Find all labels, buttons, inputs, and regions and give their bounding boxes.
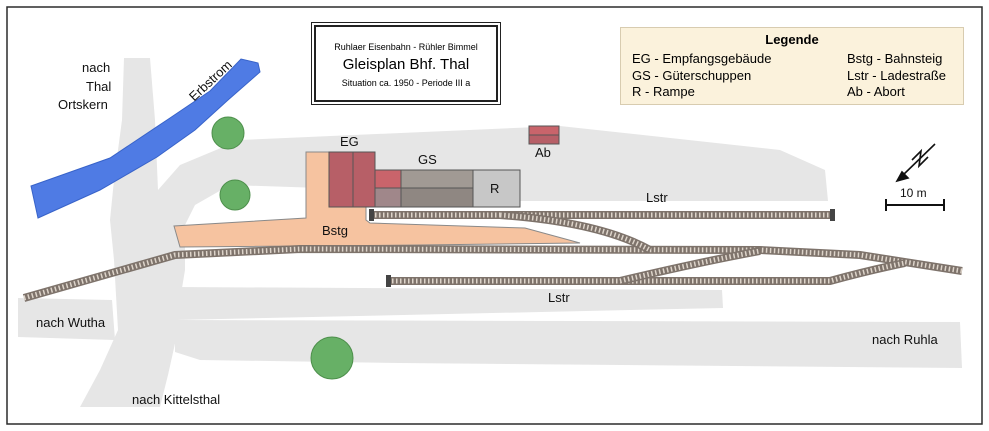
label-eg: EG [340,134,359,149]
label-gs: GS [418,152,437,167]
label-thal-line3: Ortskern [58,97,108,112]
legend-title: Legende [765,32,819,47]
title-note: Situation ca. 1950 - Periode III a [341,78,471,88]
frame-border [6,6,983,425]
title-subtitle: Ruhlaer Eisenbahn - Rühler Bimmel [334,42,478,52]
building-ab-top [528,125,560,136]
legend-item-lstr: Lstr - Ladestraße [847,68,946,83]
building-gs-top [400,169,474,189]
label-ab: Ab [535,145,551,160]
label-thal-line1: nach [82,60,111,75]
road-main-area [80,58,828,407]
buffer-stop-icon [369,209,374,221]
buffer-stop-icon [830,209,835,221]
page-title: Gleisplan Bhf. Thal [342,56,470,73]
track-upper-switch [499,211,652,254]
legend-item-gs: GS - Güterschuppen [632,68,752,83]
title-box: Ruhlaer Eisenbahn - Rühler Bimmel Gleisp… [311,22,501,105]
roads [18,58,962,407]
legend-item-eg: EG - Empfangsgebäude [632,51,772,66]
buildings [328,125,560,208]
label-r: R [490,181,500,196]
label-nach-wutha: nach Wutha [36,315,106,330]
label-lstr-lower: Lstr [548,290,570,305]
road-wutha [18,298,115,340]
track-lower-switch [619,247,761,285]
building-eg-right [352,151,376,208]
label-scale: 10 m [900,186,927,200]
building-eg-left [328,151,354,208]
legend-item-bstg: Bstg - Bahnsteig [847,51,943,66]
label-lstr-upper: Lstr [646,190,668,205]
loading-road-lower [175,287,723,320]
building-gs-ramp [374,187,402,208]
scale-bar [885,199,945,211]
label-bstg: Bstg [322,223,349,238]
track-lower-siding [388,259,906,285]
label-thal-line2: Thal [86,79,112,94]
tree [219,179,251,211]
ramp-r [472,169,521,208]
north-arrow-icon [895,143,936,183]
legend-item-ab: Ab - Abort [847,84,905,99]
building-eg-annex [374,169,402,189]
label-nach-kittelsthal: nach Kittelsthal [132,392,221,407]
legend-item-r: R - Rampe [632,84,695,99]
buffer-stop-icon [386,275,391,287]
tree [310,336,354,380]
building-ab-bottom [528,134,560,145]
track-main-line [22,244,963,302]
tracks [22,211,963,302]
road-ruhla [175,320,962,368]
river-erbstrom [30,58,261,219]
label-nach-ruhla: nach Ruhla [872,332,938,347]
legend: Legende EG - Empfangsgebäude GS - Güters… [620,27,964,105]
building-gs-bottom [400,187,474,208]
tree [211,116,245,150]
